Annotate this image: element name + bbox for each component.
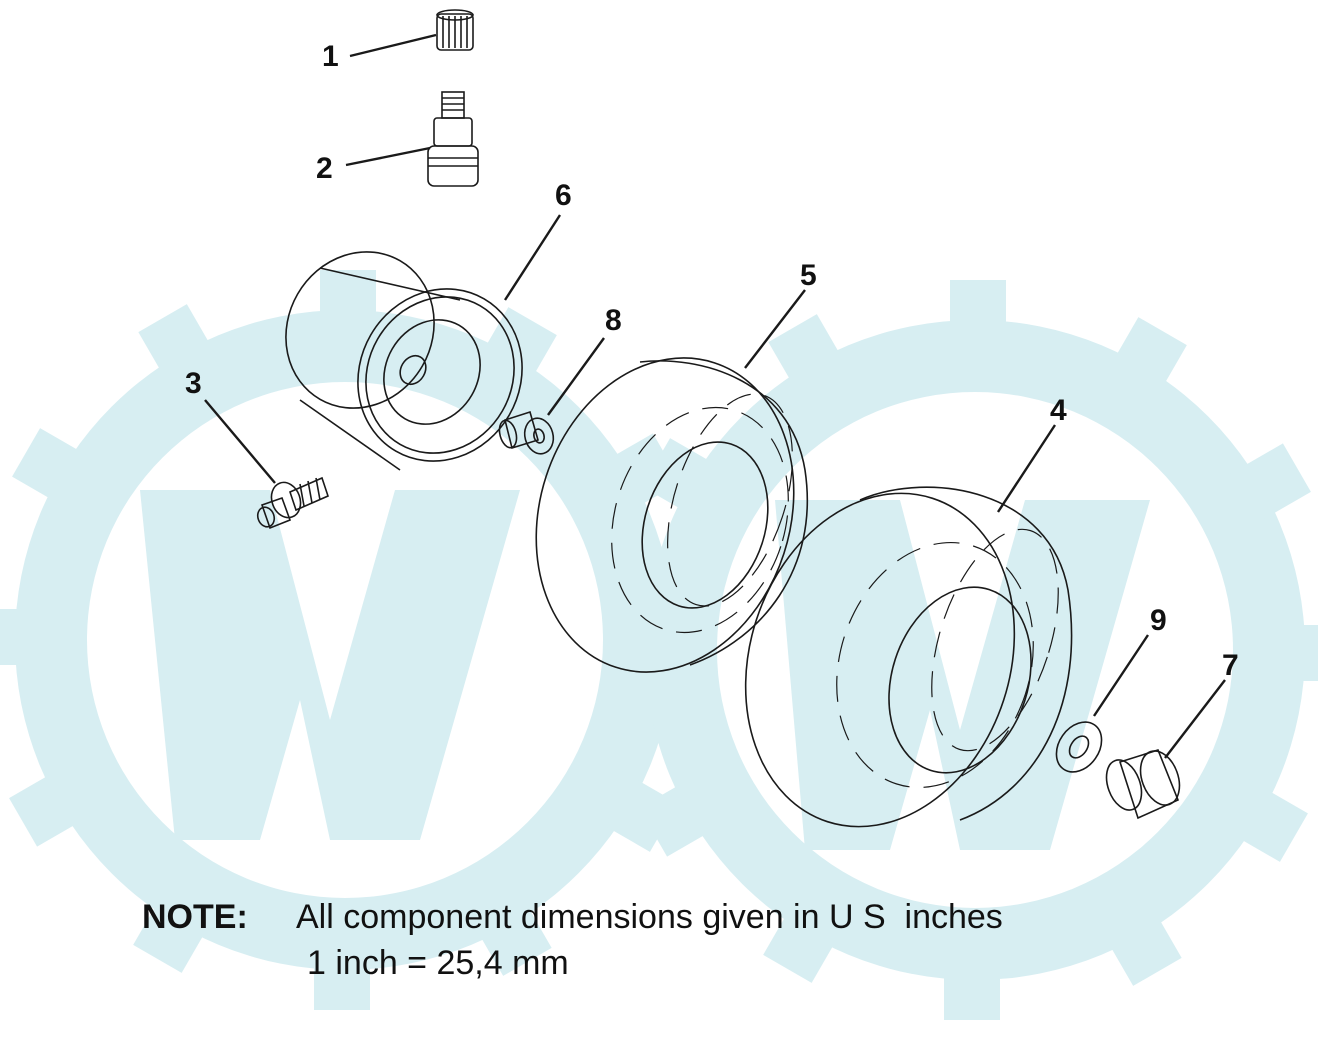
callout-9: 9 [1150,604,1167,637]
washer-icon [1055,721,1103,773]
wheel-rim-icon [285,251,523,471]
callout-2: 2 [316,152,333,185]
note-line-1: All component dimensions given in U S in… [296,898,1003,936]
tire-outer-icon [744,486,1073,828]
callout-6: 6 [555,179,572,212]
watermark-logo [0,270,1318,1020]
callout-4: 4 [1050,394,1067,427]
bearing-bushing-icon [1105,749,1181,820]
callout-7: 7 [1222,649,1239,682]
flange-bushing-icon [498,410,555,455]
callout-1: 1 [322,40,339,73]
callout-5: 5 [800,259,817,292]
note-title: NOTE: [142,898,248,936]
grease-fitting-icon [256,476,329,530]
note-line-2: 1 inch = 25,4 mm [307,944,569,982]
callout-3: 3 [185,367,202,400]
tire-inner-icon [535,357,809,673]
callout-8: 8 [605,304,622,337]
valve-cap-icon [436,9,474,51]
valve-stem-icon [427,91,479,187]
